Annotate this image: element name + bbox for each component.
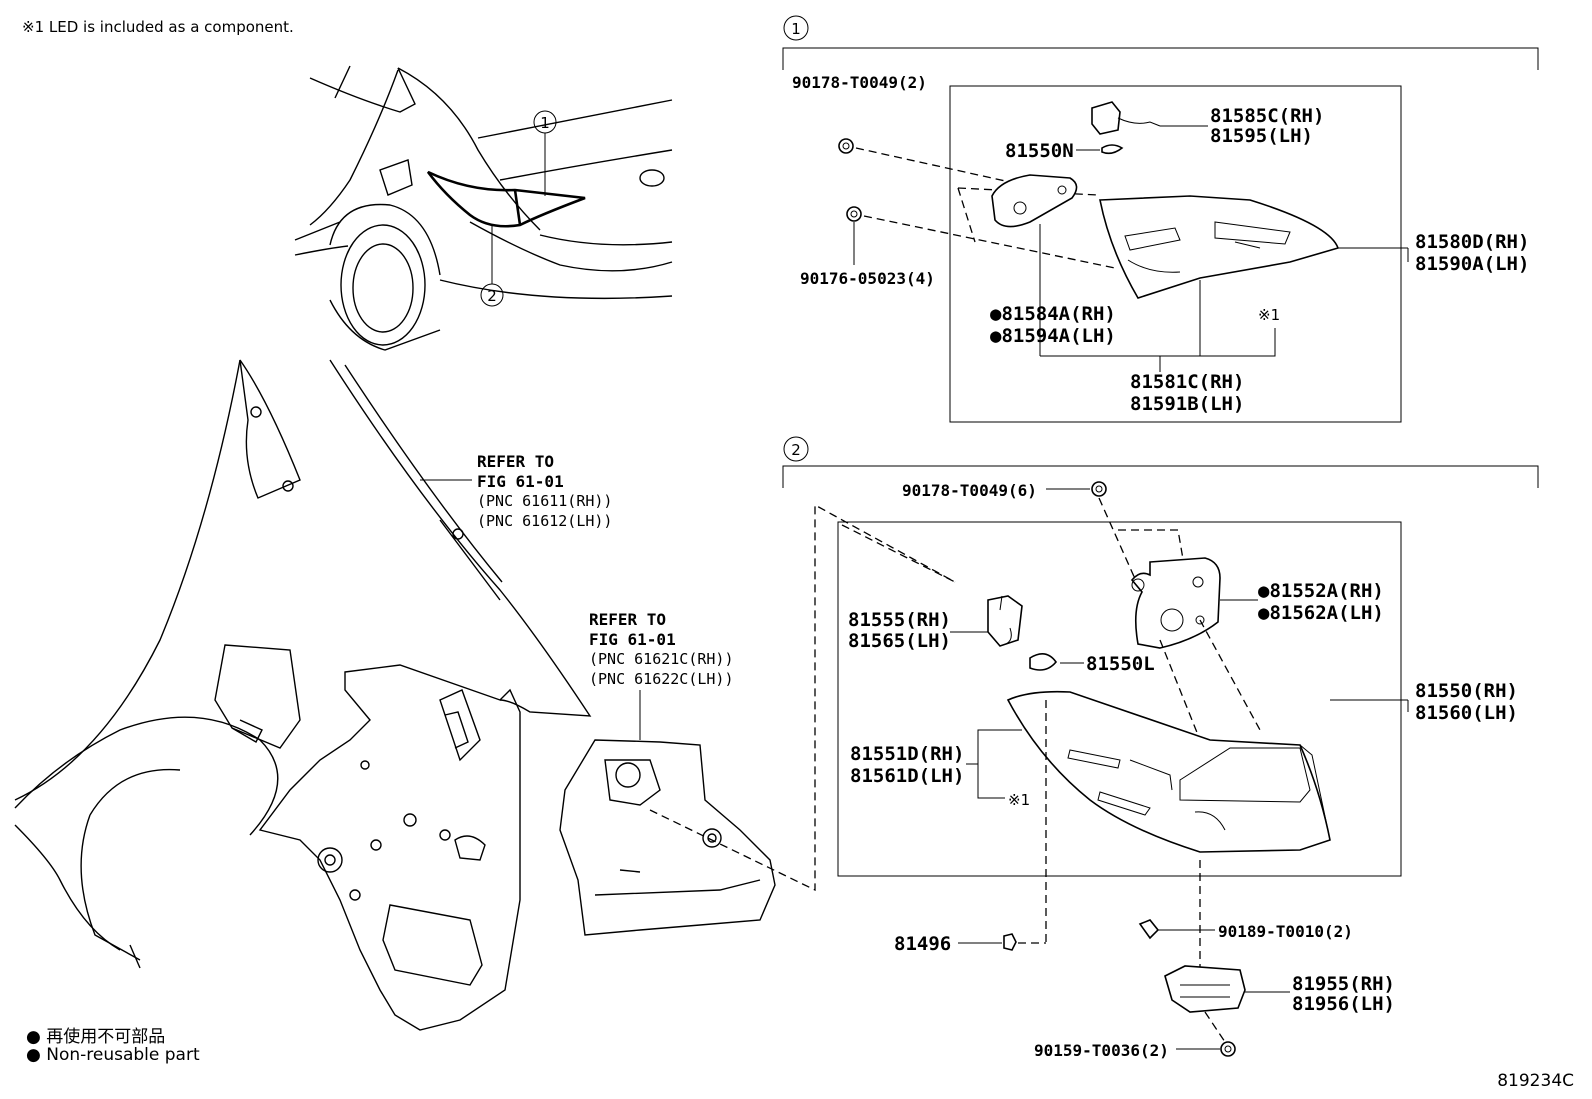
gasket-81552 bbox=[1130, 557, 1221, 649]
svg-text:1: 1 bbox=[791, 20, 801, 38]
label-81562: ●81562A(LH) bbox=[1258, 602, 1384, 624]
socket-81585 bbox=[1091, 101, 1161, 135]
label-90189: 90189-T0010(2) bbox=[1218, 922, 1353, 941]
legend-jp: ● 再使用不可部品 bbox=[26, 1027, 166, 1047]
lamp-81550 bbox=[1006, 690, 1331, 853]
svg-text:2: 2 bbox=[791, 441, 801, 459]
led-note: ※1 LED is included as a component. bbox=[22, 18, 294, 36]
bracket-81955 bbox=[1164, 965, 1246, 1013]
assembly-dashed-guide bbox=[649, 503, 956, 892]
assembly-dashed-guide-2 bbox=[841, 524, 956, 583]
ref-mid-line1: REFER TO bbox=[589, 610, 666, 629]
ref-mid-line3: (PNC 61621C(RH)) bbox=[589, 650, 734, 668]
ref-left-line4: (PNC 61612(LH)) bbox=[477, 512, 612, 530]
callout-1-car: 1 bbox=[533, 110, 557, 196]
rear-inner-plate-illustration bbox=[559, 739, 776, 936]
bulb-81550l bbox=[1029, 653, 1058, 671]
label-81555: 81555(RH) bbox=[848, 609, 951, 631]
label-81590: 81590A(LH) bbox=[1415, 253, 1529, 275]
screw-90189 bbox=[1138, 919, 1160, 940]
label-90176-g1: 90176-05023(4) bbox=[800, 269, 935, 288]
figure-id: 819234C bbox=[1497, 1071, 1574, 1091]
label-81565: 81565(LH) bbox=[848, 630, 951, 652]
label-81551: 81551D(RH) bbox=[850, 743, 964, 765]
car-rear-illustration bbox=[294, 65, 673, 351]
group-2-frame: 2 bbox=[782, 436, 1539, 877]
screw-90159 bbox=[1220, 1041, 1236, 1057]
screw-90176-g1 bbox=[846, 206, 862, 222]
bulb-81550n bbox=[1101, 144, 1124, 155]
ref-mid-line2: FIG 61-01 bbox=[589, 630, 676, 649]
label-81496: 81496 bbox=[894, 933, 951, 955]
label-81591: 81591B(LH) bbox=[1130, 393, 1244, 415]
label-81550: 81550(RH) bbox=[1415, 680, 1518, 702]
label-81581: 81581C(RH) bbox=[1130, 371, 1244, 393]
label-81580: 81580D(RH) bbox=[1415, 231, 1529, 253]
ref-left-line1: REFER TO bbox=[477, 452, 554, 471]
label-81584: ●81584A(RH) bbox=[990, 303, 1116, 325]
gasket-81584 bbox=[991, 174, 1078, 228]
led-note-mark-g2: ※1 bbox=[1008, 791, 1030, 809]
label-90178-g1: 90178-T0049(2) bbox=[792, 73, 927, 92]
label-81560: 81560(LH) bbox=[1415, 702, 1518, 724]
led-note-mark-g1: ※1 bbox=[1258, 306, 1280, 324]
socket-81555 bbox=[987, 595, 1023, 647]
quarter-panel-illustration bbox=[14, 359, 592, 1031]
label-81955: 81955(RH) bbox=[1292, 973, 1395, 995]
label-81956: 81956(LH) bbox=[1292, 993, 1395, 1015]
label-81561: 81561D(LH) bbox=[850, 765, 964, 787]
legend-en: ● Non-reusable part bbox=[26, 1045, 200, 1065]
ref-mid-line4: (PNC 61622C(LH)) bbox=[589, 670, 734, 688]
ref-left-line2: FIG 61-01 bbox=[477, 472, 564, 491]
lamp-81580 bbox=[1099, 195, 1340, 299]
label-90178-g2: 90178-T0049(6) bbox=[902, 481, 1037, 500]
label-81594: ●81594A(LH) bbox=[990, 325, 1116, 347]
group-1-frame: 1 bbox=[782, 15, 1539, 423]
screw-90178-g2 bbox=[1091, 481, 1107, 497]
screw-90178-g1 bbox=[838, 138, 854, 154]
label-90159: 90159-T0036(2) bbox=[1034, 1041, 1169, 1060]
label-81550n: 81550N bbox=[1005, 140, 1074, 162]
svg-text:1: 1 bbox=[540, 114, 550, 132]
label-81552: ●81552A(RH) bbox=[1258, 580, 1384, 602]
label-81585: 81585C(RH) bbox=[1210, 105, 1324, 127]
label-81595: 81595(LH) bbox=[1210, 125, 1313, 147]
clip-81496 bbox=[1003, 933, 1017, 951]
callout-2-car: 2 bbox=[480, 226, 504, 307]
label-81550l: 81550L bbox=[1086, 653, 1155, 675]
ref-left-line3: (PNC 61611(RH)) bbox=[477, 492, 612, 510]
svg-text:2: 2 bbox=[487, 287, 497, 305]
